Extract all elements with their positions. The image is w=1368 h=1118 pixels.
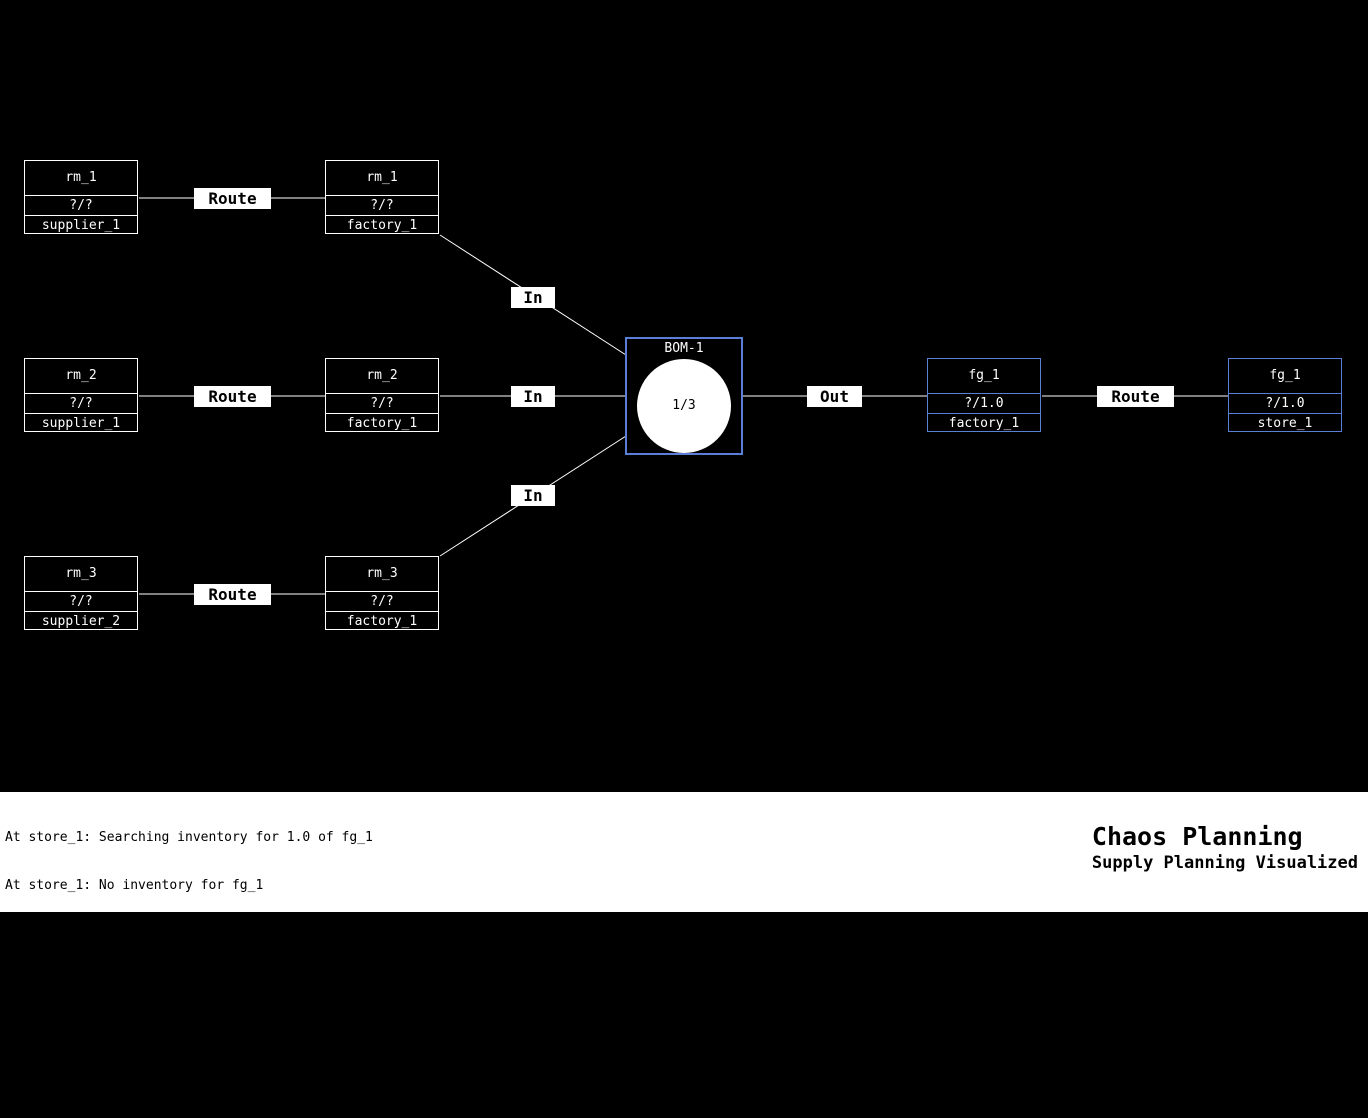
log-line: --At factory_1: No inventory for fg_1	[5, 1022, 295, 1037]
diagram-canvas: rm_1 ?/? supplier_1 rm_1 ?/? factory_1 r…	[24, 160, 1342, 630]
node-quantity: ?/1.0	[928, 394, 1040, 414]
node-fg1-factory[interactable]: fg_1 ?/1.0 factory_1	[927, 358, 1041, 432]
node-rm3-supplier[interactable]: rm_3 ?/? supplier_2	[24, 556, 138, 630]
log-lines: At store_1: Searching inventory for 1.0 …	[5, 798, 498, 1118]
node-quantity: ?/?	[25, 196, 137, 216]
node-product: rm_3	[326, 557, 438, 592]
node-location: supplier_2	[41, 614, 121, 629]
node-location: factory_1	[346, 218, 418, 233]
log-line: At store_1: Searching inventory for 1.0 …	[5, 830, 373, 845]
node-product: rm_2	[326, 359, 438, 394]
node-quantity: ?/?	[326, 592, 438, 612]
node-product: rm_1	[25, 161, 137, 196]
node-product: rm_3	[25, 557, 137, 592]
node-location: supplier_1	[41, 416, 121, 431]
node-bom[interactable]: BOM-1 1/3	[625, 337, 743, 455]
node-location: supplier_1	[41, 218, 121, 233]
log-line: At store_1: No inventory for fg_1	[5, 878, 264, 893]
edge-label-route-rm1[interactable]: Route	[194, 188, 271, 209]
node-product: rm_1	[326, 161, 438, 196]
log-line: --At factory_1: Searching BomOutputEdge …	[5, 1070, 499, 1085]
edge-label-in-rm3[interactable]: In	[511, 485, 555, 506]
node-quantity: ?/?	[326, 394, 438, 414]
node-product: fg_1	[1229, 359, 1341, 394]
brand-title: Chaos Planning	[1091, 822, 1303, 851]
node-quantity: ?/?	[25, 592, 137, 612]
edge-label-route-fg1[interactable]: Route	[1097, 386, 1174, 407]
node-product: rm_2	[25, 359, 137, 394]
edge-label-out-fg1[interactable]: Out	[807, 386, 862, 407]
node-rm2-factory[interactable]: rm_2 ?/? factory_1	[325, 358, 439, 432]
node-product: fg_1	[928, 359, 1040, 394]
brand-subtitle: Supply Planning Visualized	[1091, 853, 1358, 873]
node-location: factory_1	[346, 614, 418, 629]
brand: Chaos Planning Supply Planning Visualize…	[1092, 822, 1358, 874]
bom-name: BOM-1	[664, 341, 704, 356]
node-rm3-factory[interactable]: rm_3 ?/? factory_1	[325, 556, 439, 630]
node-location: factory_1	[948, 416, 1020, 431]
node-location: factory_1	[346, 416, 418, 431]
node-quantity: ?/?	[326, 196, 438, 216]
log-line: At store_1: Searching BodEdge fg_1-facto…	[5, 926, 475, 941]
bom-progress-circle: 1/3	[637, 359, 731, 453]
log-panel: At store_1: Searching inventory for 1.0 …	[0, 792, 1368, 1085]
node-rm1-supplier[interactable]: rm_1 ?/? supplier_1	[24, 160, 138, 234]
edge-label-route-rm2[interactable]: Route	[194, 386, 271, 407]
edge-label-in-rm1[interactable]: In	[511, 287, 555, 308]
node-quantity: ?/?	[25, 394, 137, 414]
node-rm2-supplier[interactable]: rm_2 ?/? supplier_1	[24, 358, 138, 432]
node-quantity: ?/1.0	[1229, 394, 1341, 414]
edge-label-in-rm2[interactable]: In	[511, 386, 555, 407]
node-rm1-factory[interactable]: rm_1 ?/? factory_1	[325, 160, 439, 234]
node-fg1-store[interactable]: fg_1 ?/1.0 store_1	[1228, 358, 1342, 432]
edge-label-route-rm3[interactable]: Route	[194, 584, 271, 605]
node-location: store_1	[1257, 416, 1313, 431]
log-line: --At factory_1: Searching inventory for …	[5, 974, 405, 989]
